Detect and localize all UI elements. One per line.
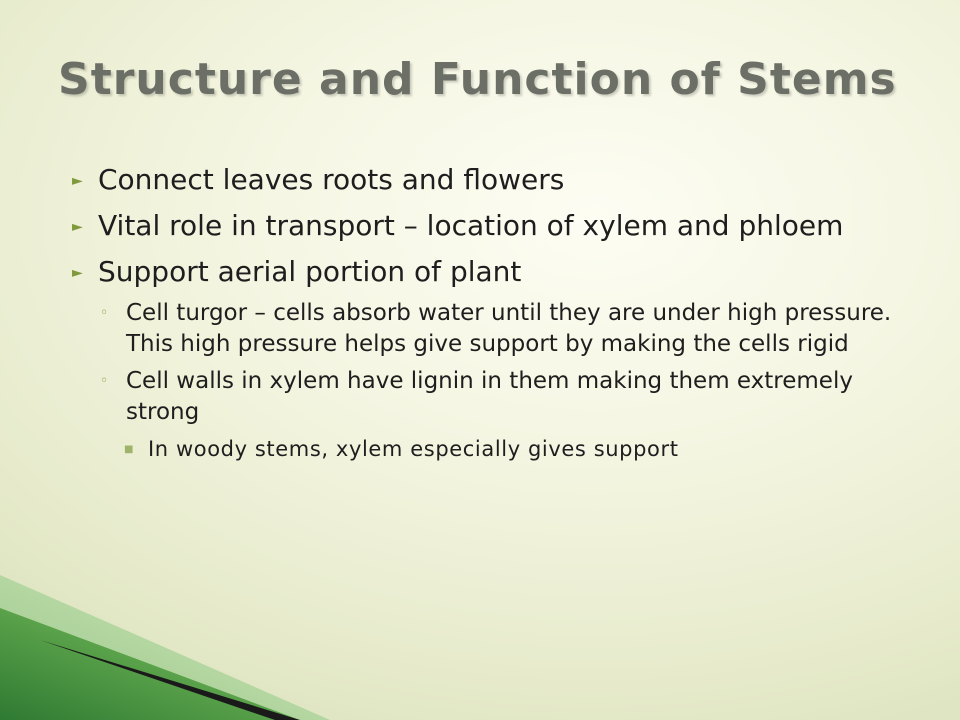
corner-dark-stripe (40, 640, 300, 720)
sub-sub-bullet-text: In woody stems, xylem especially gives s… (148, 437, 679, 461)
sub-bullet-item: ◦ Cell walls in xylem have lignin in the… (100, 366, 912, 428)
ring-bullet-icon: ◦ (100, 305, 109, 321)
sub-sub-bullet-item: ■ In woody stems, xylem especially gives… (124, 434, 912, 464)
triangle-bullet-icon: ► (72, 219, 83, 235)
corner-green-stripe (0, 608, 300, 720)
slide-title: Structure and Function of Stems (58, 54, 897, 105)
bullet-text: Connect leaves roots and flowers (98, 163, 565, 196)
square-bullet-icon: ■ (124, 444, 135, 455)
bullet-item: ► Connect leaves roots and flowers (72, 160, 912, 200)
bullet-list: ► Connect leaves roots and flowers ► Vit… (72, 160, 912, 464)
triangle-bullet-icon: ► (72, 265, 83, 281)
bullet-text: Vital role in transport – location of xy… (98, 209, 844, 242)
bullet-text: Support aerial portion of plant (98, 255, 522, 288)
sub-bullet-text: Cell walls in xylem have lignin in them … (126, 368, 853, 425)
bullet-item: ► Support aerial portion of plant (72, 252, 912, 292)
triangle-bullet-icon: ► (72, 173, 83, 189)
ring-bullet-icon: ◦ (100, 373, 109, 389)
sub-bullet-item: ◦ Cell turgor – cells absorb water until… (100, 298, 912, 360)
bullet-item: ► Vital role in transport – location of … (72, 206, 912, 246)
sub-bullet-text: Cell turgor – cells absorb water until t… (126, 300, 892, 357)
